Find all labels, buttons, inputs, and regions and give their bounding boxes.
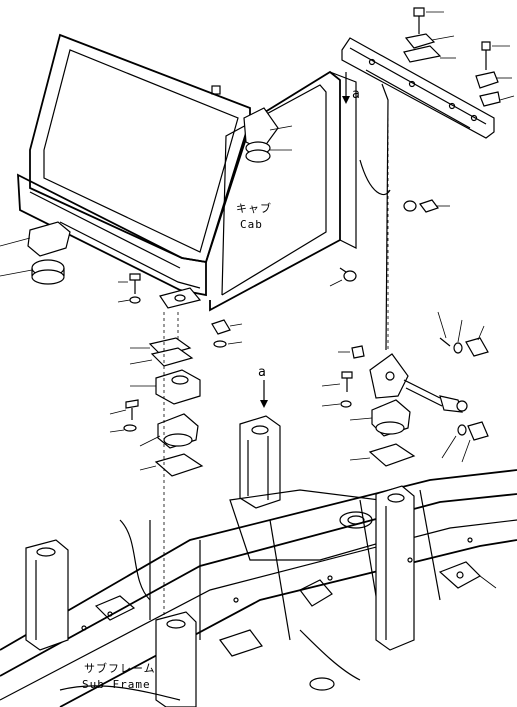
view-a-marker-top: a [352, 87, 360, 102]
cab-rear-fasteners [329, 199, 450, 287]
front-left-cab-mount [0, 221, 71, 285]
view-a-marker-mid: a [258, 365, 266, 380]
cab-label-en: Cab [240, 218, 263, 231]
left-mount-stack [109, 273, 204, 640]
cab-label-jp: キャブ [236, 201, 272, 215]
sub-frame [0, 415, 517, 707]
subframe-label-en: Sub Frame [82, 678, 151, 691]
rear-cab-mount-upper [243, 107, 293, 163]
center-fasteners [211, 319, 243, 348]
right-mount-stack: a [258, 311, 489, 467]
cab-body [17, 33, 391, 312]
subframe-label-jp: サブフレーム [84, 661, 156, 675]
rear-bracket-assembly: a [341, 7, 515, 351]
